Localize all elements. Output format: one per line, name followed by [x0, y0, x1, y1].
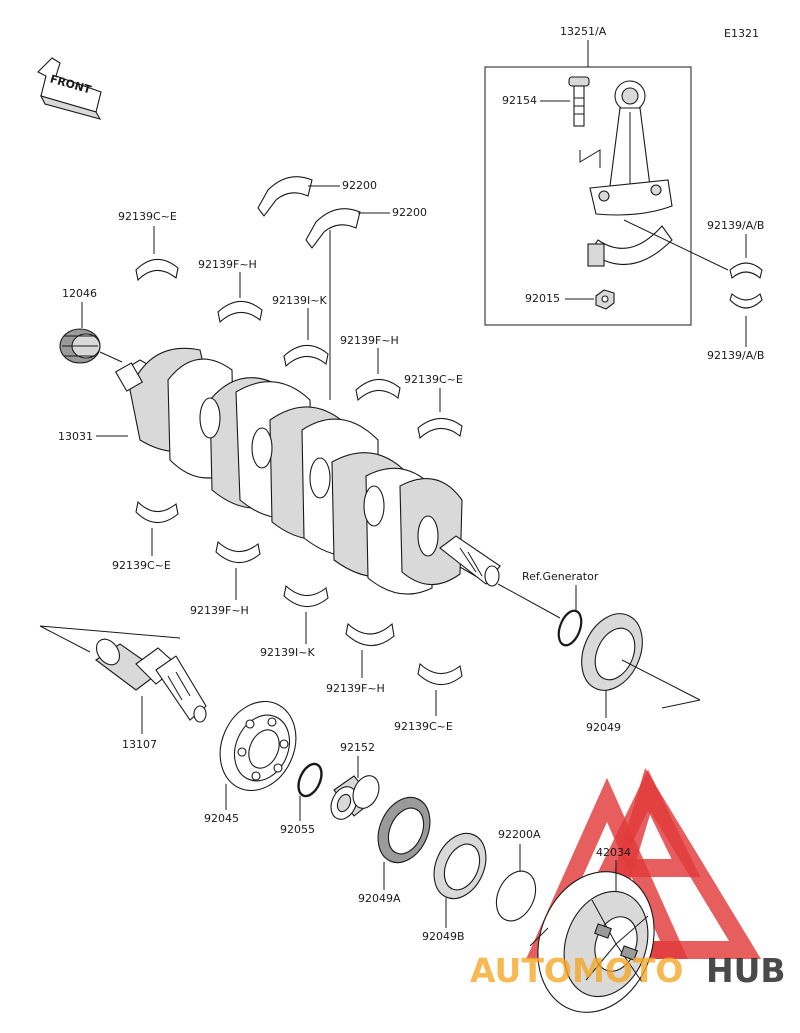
main-bearing-top-ce-left-part [135, 258, 179, 282]
callout-oil-seal-b: 92049B [422, 930, 465, 943]
main-bearing-bottom-fh-1-part [215, 540, 261, 564]
hub-part [537, 871, 655, 1013]
callout-thrust-upper-2: 92200 [392, 206, 427, 219]
callout-oil-seal-a: 92049A [358, 892, 401, 905]
oil-seal-b-part [433, 832, 487, 900]
callout-bearing-fh-bottom-1: 92139F~H [190, 604, 249, 617]
callout-bearing-fh-top-2: 92139F~H [340, 334, 399, 347]
callout-rod-nut: 92015 [525, 292, 560, 305]
callout-ball-bearing: 92045 [204, 812, 239, 825]
callout-bearing-fh-bottom-2: 92139F~H [326, 682, 385, 695]
callout-rod-bearing-upper: 92139/A/B [707, 219, 764, 232]
ball-bearing-part [219, 700, 297, 792]
main-bearing-top-fh-2-part [355, 378, 401, 402]
callout-rod-bolt: 92154 [502, 94, 537, 107]
crankshaft-part [114, 347, 501, 595]
main-bearing-top-fh-1-part [217, 300, 263, 324]
o-ring-generator-part [557, 609, 583, 647]
main-bearing-bottom-ce-right-part [417, 662, 463, 686]
crank-gear-part [59, 328, 101, 364]
oil-seal-a-part [377, 796, 431, 864]
callout-bearing-ce-bottom-left: 92139C~E [112, 559, 171, 572]
rod-bolt-part [568, 76, 590, 127]
rod-bearing-lower-part [729, 293, 763, 309]
watermark-wordmark: AUTO MOTO HUB [470, 951, 786, 990]
callout-rod-assy: 13251/A [560, 25, 607, 38]
front-arrow-icon: FRONT [37, 57, 102, 120]
rod-bearing-upper-part [729, 262, 763, 279]
callout-collar: 92152 [340, 741, 375, 754]
connecting-rod-part [589, 80, 673, 216]
shaft-part [95, 638, 207, 723]
callout-oil-seal: 92049 [586, 721, 621, 734]
callout-hub: 42034 [596, 846, 631, 859]
main-bearing-top-ik-part [283, 344, 329, 368]
callout-rod-bearing-lower: 92139/A/B [707, 349, 764, 362]
main-bearing-bottom-ik-part [283, 584, 329, 608]
thrust-washer-1-part [257, 176, 313, 217]
callout-bearing-fh-top-1: 92139F~H [198, 258, 257, 271]
watermark-text-hub: HUB [706, 951, 786, 990]
rod-cap-part [587, 225, 673, 267]
main-bearing-top-ce-right-part [417, 417, 463, 440]
callout-bearing-ce-bottom-right: 92139C~E [394, 720, 453, 733]
callout-crankshaft: 13031 [58, 430, 93, 443]
rod-nut-part [595, 289, 615, 310]
callout-bearing-ik-top: 92139I~K [272, 294, 327, 307]
callout-o-ring: 92055 [280, 823, 315, 836]
o-ring-part [297, 762, 323, 798]
watermark-text-auto: AUTO [470, 951, 572, 990]
collar-part [330, 775, 380, 820]
thrust-washer-2-part [305, 208, 361, 249]
callout-shaft: 13107 [122, 738, 157, 751]
callout-thrust-upper-1: 92200 [342, 179, 377, 192]
oil-seal-part [581, 613, 643, 691]
main-bearing-bottom-fh-2-part [345, 622, 395, 647]
callout-ref-generator: Ref.Generator [522, 570, 599, 583]
callout-gear: 12046 [62, 287, 97, 300]
callout-bearing-ik-bottom: 92139I~K [260, 646, 315, 659]
callout-washer: 92200A [498, 828, 541, 841]
callout-bearing-ce-top-right: 92139C~E [404, 373, 463, 386]
watermark-text-moto: MOTO [572, 951, 683, 990]
washer-part [495, 870, 537, 922]
diagram-code: E1321 [724, 27, 759, 40]
main-bearing-bottom-ce-left-part [135, 500, 179, 524]
callout-bearing-ce-top-left: 92139C~E [118, 210, 177, 223]
